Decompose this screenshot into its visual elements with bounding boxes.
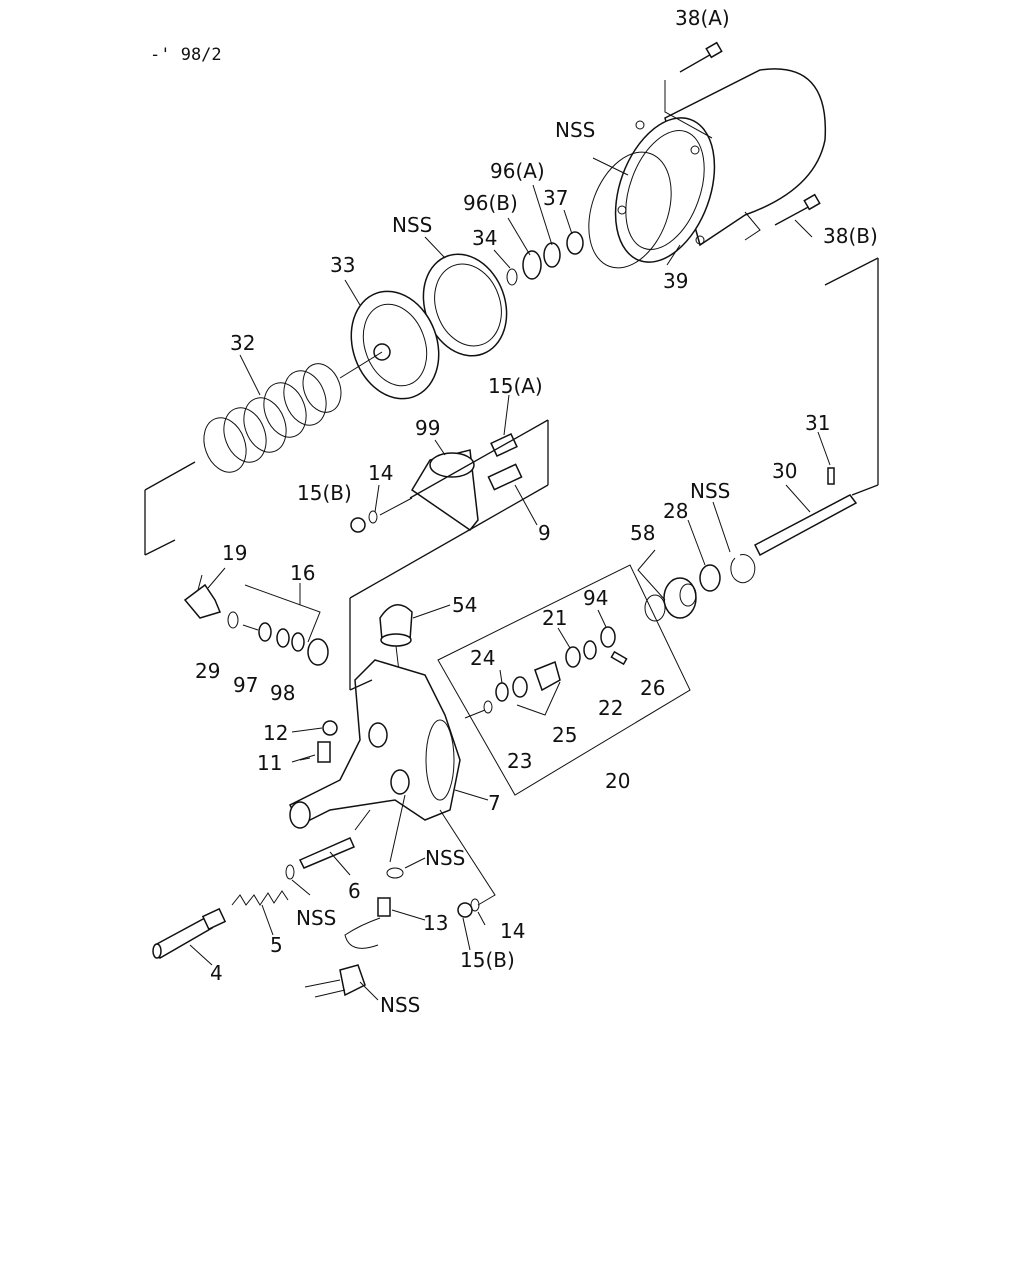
label-58: 58: [630, 521, 655, 545]
seal-94: [600, 626, 616, 648]
switch-13: [344, 897, 391, 949]
seal-58: [644, 577, 697, 622]
label-15b-upper: 15(B): [297, 481, 352, 505]
o-ring-34: [506, 268, 518, 286]
label-54: 54: [452, 593, 477, 617]
bolt-38a: [679, 41, 723, 73]
valve-body-7: [288, 659, 461, 829]
nut-15b-lower: [457, 902, 473, 918]
label-98: 98: [270, 681, 295, 705]
label-34: 34: [472, 226, 497, 250]
label-38b: 38(B): [823, 224, 878, 248]
connector-nss: [304, 964, 366, 998]
label-5: 5: [270, 933, 283, 957]
label-25: 25: [552, 723, 577, 747]
label-24: 24: [470, 646, 495, 670]
valve-24: [495, 682, 509, 702]
elbow-fitting-19: [183, 574, 222, 619]
label-7: 7: [488, 791, 501, 815]
spring-32: [203, 363, 342, 473]
push-rod-30: [754, 494, 858, 557]
washer-16: [291, 632, 305, 652]
label-28: 28: [663, 499, 688, 523]
label-11: 11: [257, 751, 282, 775]
label-20: 20: [605, 769, 630, 793]
label-nss-seal: NSS: [392, 213, 432, 237]
label-nss-o-ring: NSS: [425, 846, 465, 870]
spring-5: [231, 890, 289, 906]
leader-lines: [189, 157, 831, 1001]
label-21: 21: [542, 606, 567, 630]
breather-cap-54: [379, 604, 413, 681]
boot-4: [152, 907, 227, 960]
washer-96a: [543, 242, 561, 268]
label-94: 94: [583, 586, 608, 610]
valve-assembly-25: [512, 660, 561, 698]
ring-nss-5: [285, 864, 295, 880]
label-9: 9: [538, 521, 551, 545]
part-97: [258, 622, 272, 642]
seal-16: [307, 638, 329, 666]
diagram-code: -' 98/2: [150, 45, 222, 65]
rod-6: [298, 837, 355, 869]
bolt-38b: [774, 193, 821, 226]
pin-9: [487, 463, 523, 491]
label-15b-lower: 15(B): [460, 948, 515, 972]
assembly-lines: [144, 80, 879, 906]
ring-23: [483, 700, 493, 714]
bracket-99: [410, 449, 479, 532]
label-6: 6: [348, 879, 361, 903]
washer-28: [699, 564, 721, 592]
part-98: [276, 628, 290, 648]
label-12: 12: [263, 721, 288, 745]
o-ring-nss-13: [386, 867, 404, 879]
ring-21: [565, 646, 581, 668]
washer-96b: [522, 250, 542, 280]
label-22: 22: [598, 696, 623, 720]
label-96a: 96(A): [490, 159, 545, 183]
label-23: 23: [507, 749, 532, 773]
label-nss-snap-ring: NSS: [690, 479, 730, 503]
label-26: 26: [640, 676, 665, 700]
label-nss-ring: NSS: [296, 906, 336, 930]
label-13: 13: [423, 911, 448, 935]
label-99: 99: [415, 416, 440, 440]
label-33: 33: [330, 253, 355, 277]
nut-37: [566, 231, 584, 255]
label-32: 32: [230, 331, 255, 355]
snap-ring-nss: [730, 554, 756, 584]
label-39: 39: [663, 269, 688, 293]
piston-33: [339, 290, 440, 400]
label-31: 31: [805, 411, 830, 435]
label-nss-gasket: NSS: [555, 118, 595, 142]
nut-15b-upper: [350, 517, 366, 533]
pin-26: [610, 650, 628, 666]
cylinder-housing-39: [588, 68, 827, 269]
cap-12: [322, 720, 338, 736]
label-nss-connector: NSS: [380, 993, 420, 1017]
label-14-upper: 14: [368, 461, 393, 485]
label-14-lower: 14: [500, 919, 525, 943]
label-38a: 38(A): [675, 6, 730, 30]
label-97: 97: [233, 673, 258, 697]
ring-22: [583, 640, 597, 660]
label-30: 30: [772, 459, 797, 483]
o-ring-29: [227, 611, 239, 629]
label-29: 29: [195, 659, 220, 683]
label-96b: 96(B): [463, 191, 518, 215]
pin-31: [827, 467, 835, 485]
grease-nipple-11: [299, 741, 331, 763]
label-4: 4: [210, 961, 223, 985]
label-16: 16: [290, 561, 315, 585]
label-37: 37: [543, 186, 568, 210]
washer-14-upper: [368, 510, 378, 524]
label-15a: 15(A): [488, 374, 543, 398]
label-19: 19: [222, 541, 247, 565]
washer-14-lower: [470, 898, 480, 912]
